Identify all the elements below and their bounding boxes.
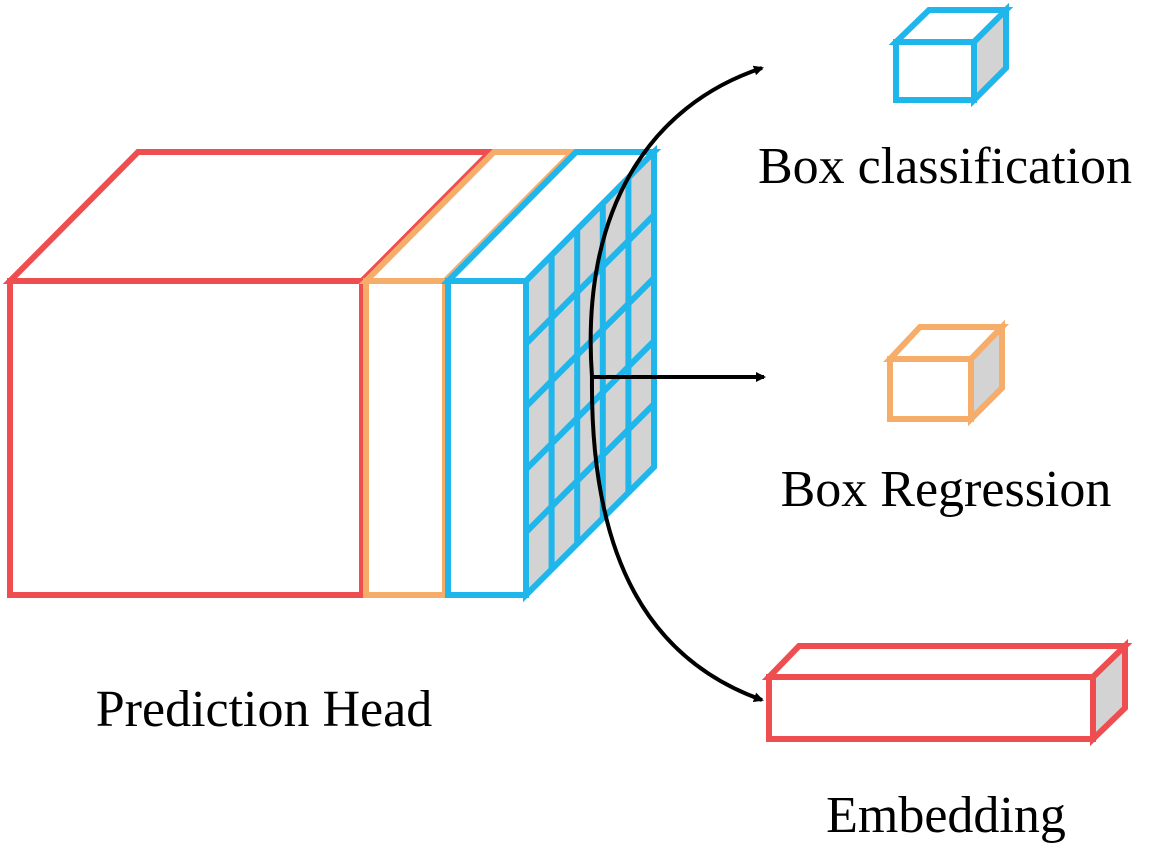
box-regression-cube-icon — [883, 319, 1010, 427]
box-classification-cube-icon — [888, 2, 1014, 108]
grid-line-h1 — [523, 212, 657, 346]
arrow-to-embedding — [589, 376, 764, 703]
prediction-head-label: Prediction Head — [96, 681, 432, 738]
red-cuboid-front — [766, 674, 1096, 742]
blue-slab-front-face — [445, 278, 529, 598]
prediction-head-block — [2, 144, 662, 603]
arrow-to-box-classification — [588, 65, 764, 378]
blue-cube-front — [893, 39, 977, 103]
orange-slab-front-face — [363, 278, 448, 598]
side-face-grid — [523, 177, 657, 570]
orange-cube-front — [887, 356, 974, 422]
red-feature-slab — [2, 149, 498, 598]
embedding-cuboid-icon — [761, 638, 1133, 747]
embedding-label: Embedding — [826, 787, 1066, 844]
branching-arrows — [588, 65, 766, 703]
grid-line-h4 — [523, 401, 657, 535]
red-slab-front-face — [7, 278, 365, 598]
grid-line-h3 — [523, 338, 657, 472]
red-cuboid-top — [761, 643, 1133, 680]
box-classification-label: Box classification — [758, 138, 1132, 195]
blue-feature-slab — [440, 144, 662, 603]
box-regression-label: Box Regression — [781, 461, 1112, 518]
red-slab-top-face — [2, 149, 498, 284]
